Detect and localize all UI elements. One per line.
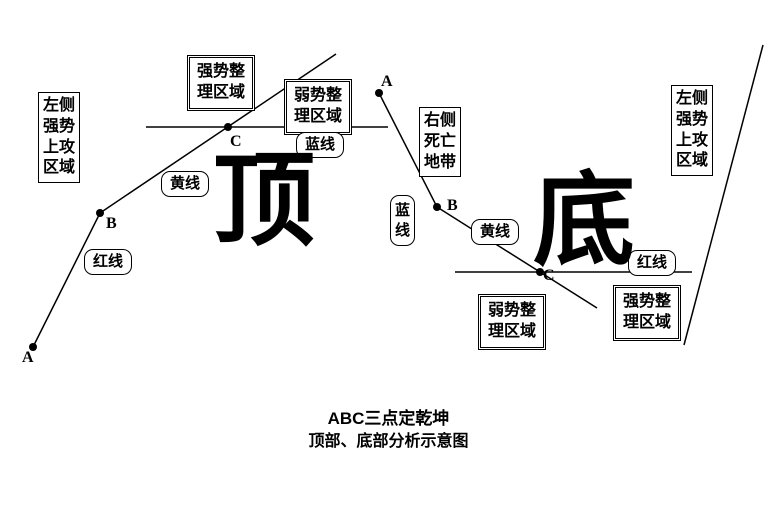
point-label-b-bottom: B: [447, 197, 458, 214]
point-label-c-top: C: [230, 133, 242, 150]
death-zone-box-bottom: 右侧 死亡 地带: [419, 107, 462, 178]
caption-subtitle: 顶部、底部分析示意图: [308, 433, 469, 450]
left-attack-zone-box-bottom: 左侧 强势 上攻 区域: [671, 85, 714, 177]
red-line-label-top: 红线: [84, 249, 133, 275]
red-line-label-bottom: 红线: [628, 250, 677, 276]
point-label-b-top: B: [106, 215, 117, 232]
weak-consolidation-box-bottom: 弱势整 理区域: [478, 294, 547, 350]
bottom-point-a-dot: [375, 89, 383, 97]
top-point-b-dot: [96, 209, 104, 217]
point-label-a-top: A: [22, 349, 34, 366]
weak-consolidation-box-top: 弱势整 理区域: [284, 79, 353, 135]
big-char-bottom: 底: [533, 166, 635, 279]
left-attack-zone-box-top: 左侧 强势 上攻 区域: [38, 92, 81, 184]
point-label-a-bottom: A: [381, 73, 393, 90]
yellow-line-label-bottom: 黄线: [471, 219, 520, 245]
point-label-c-bottom: C: [543, 267, 555, 284]
bottom-point-b-dot: [433, 203, 441, 211]
top-point-c-dot: [224, 123, 232, 131]
strong-consolidation-box-top: 强势整 理区域: [187, 55, 256, 111]
blue-line-label-top: 蓝线: [296, 132, 345, 158]
big-char-top: 顶: [213, 146, 315, 259]
caption-title: ABC三点定乾坤: [327, 409, 450, 428]
blue-line-label-bottom: 蓝 线: [390, 195, 416, 246]
strong-consolidation-box-bottom: 强势整 理区域: [613, 285, 682, 341]
yellow-line-label-top: 黄线: [161, 171, 210, 197]
bottom-point-c-dot: [536, 268, 544, 276]
right-uptrend-line: [683, 44, 764, 346]
top-point-a-dot: [29, 343, 37, 351]
